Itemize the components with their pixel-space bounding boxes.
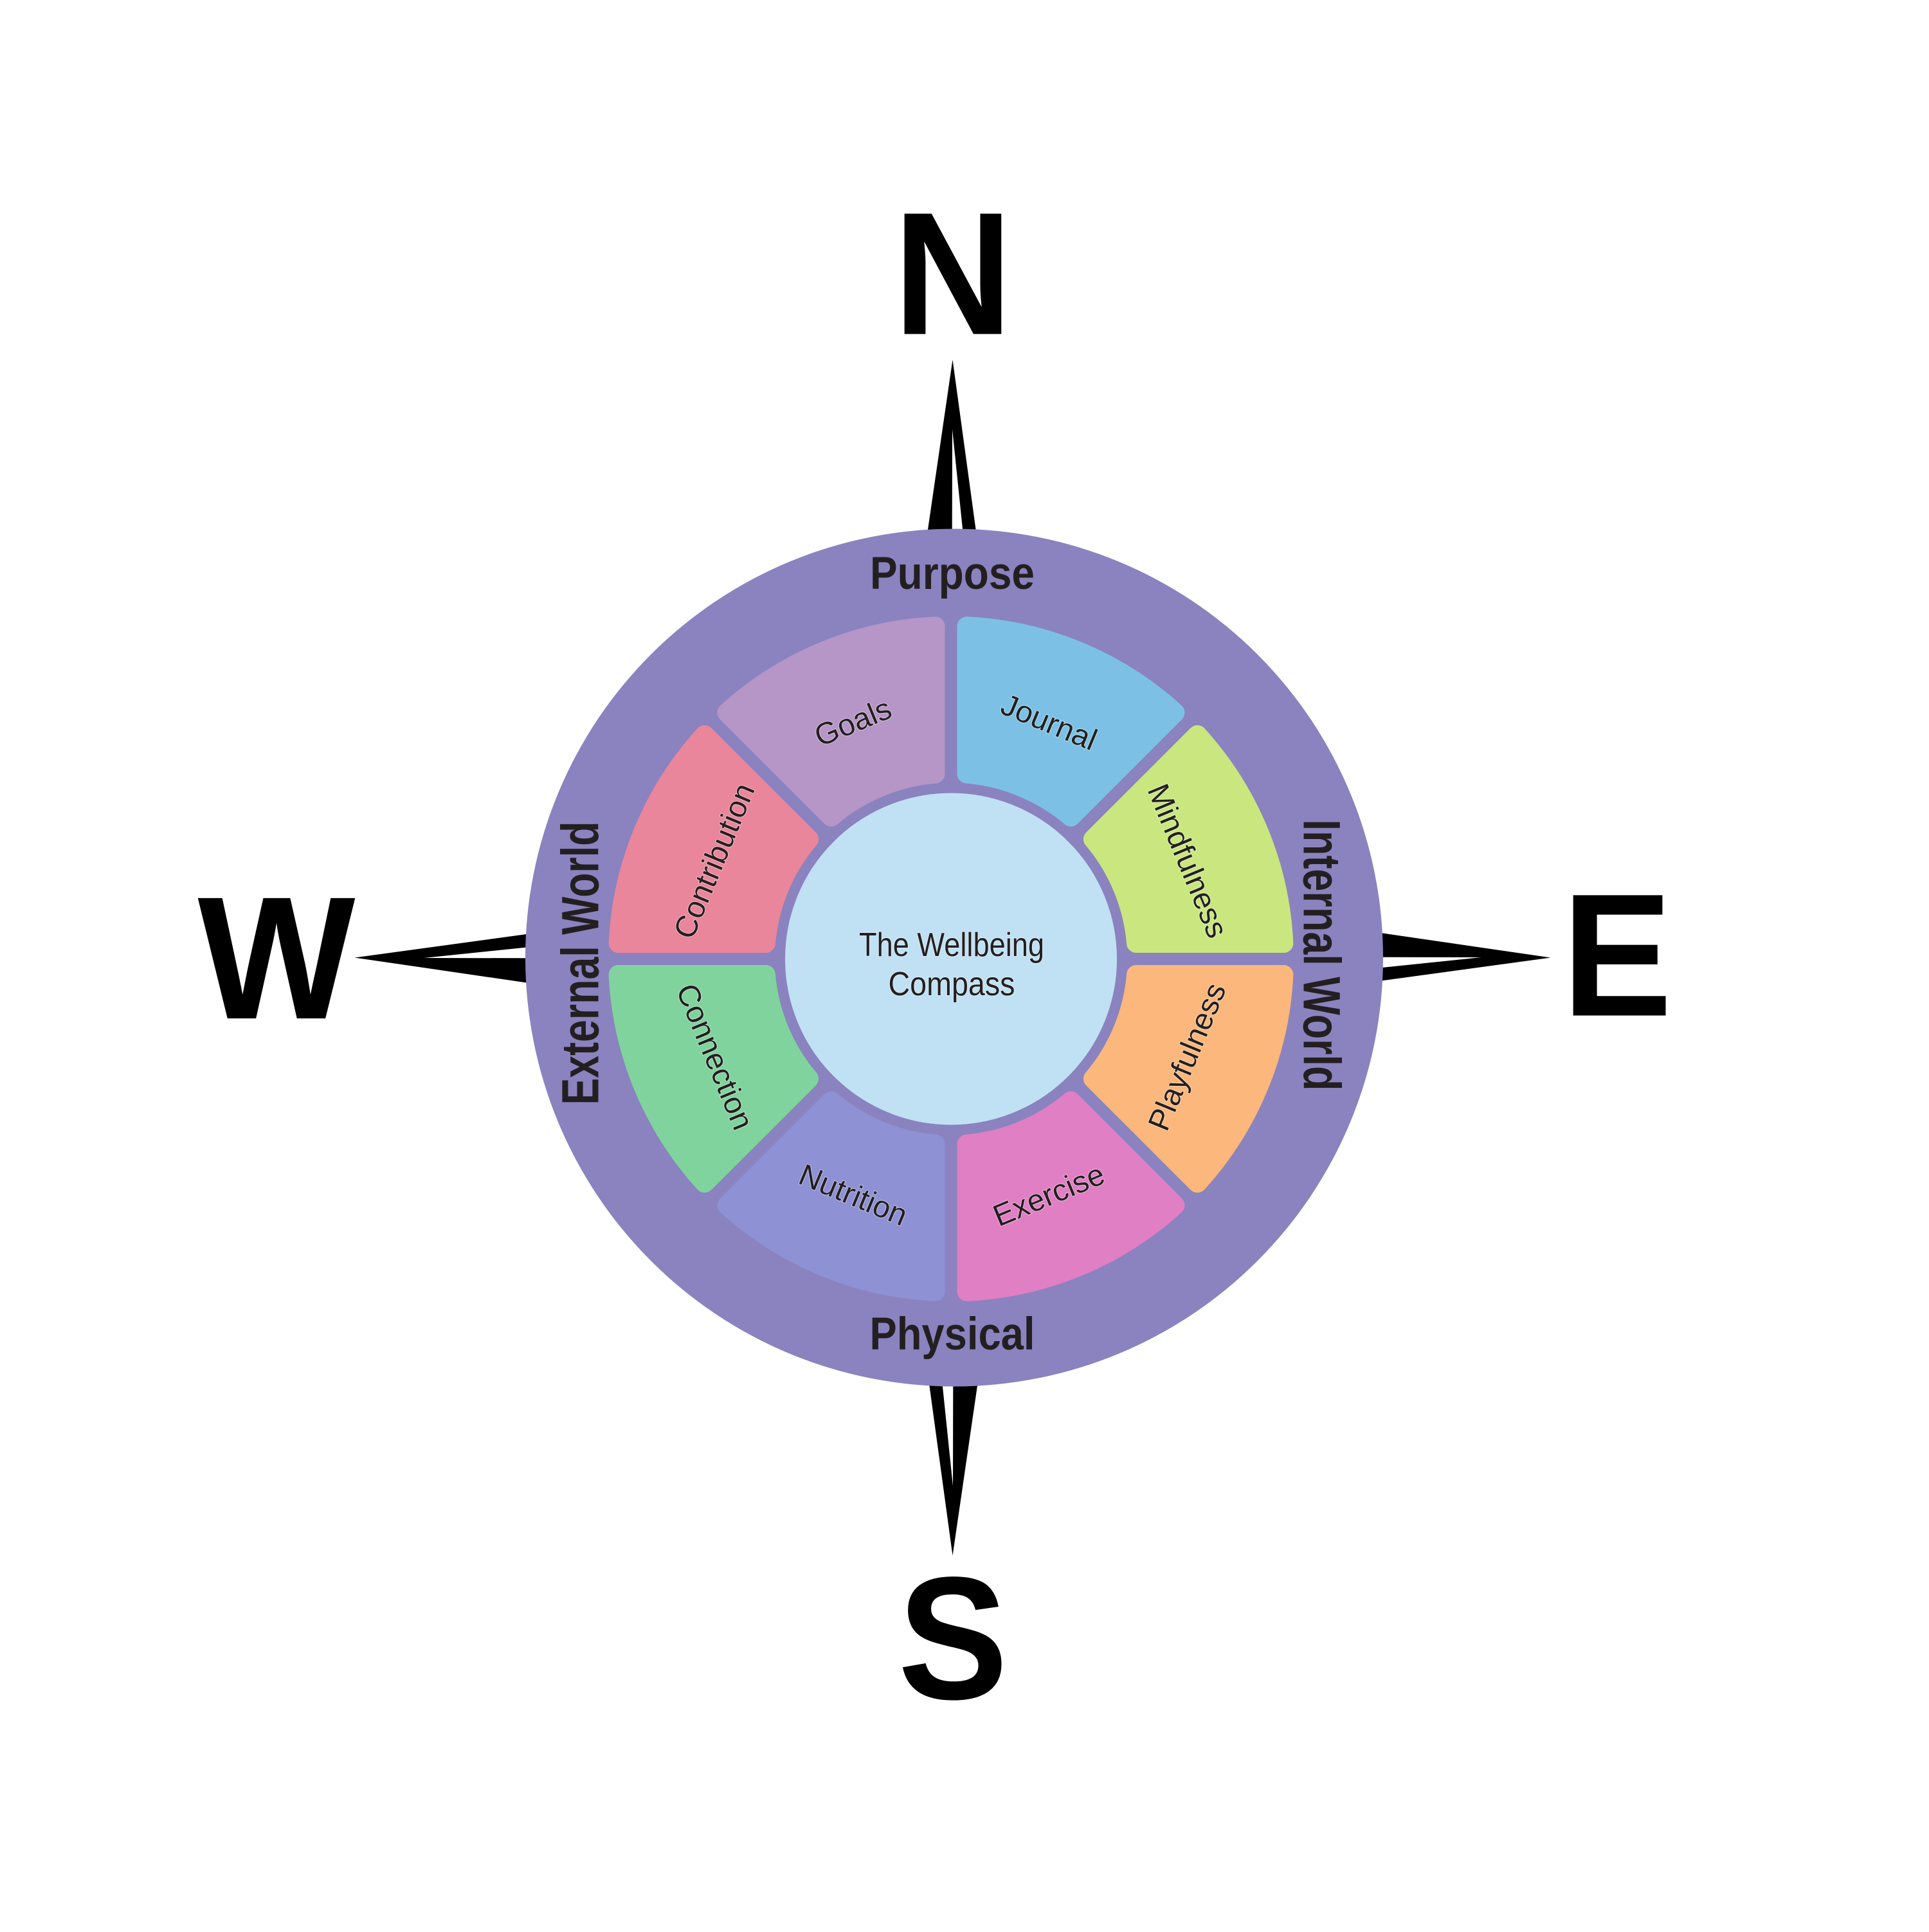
svg-text:Physical: Physical [870,1309,1035,1360]
svg-text:W: W [198,860,357,1056]
svg-text:The Wellbeing: The Wellbeing [859,926,1044,964]
svg-text:S: S [898,1540,1008,1736]
svg-text:External World: External World [552,822,610,1105]
svg-text:N: N [894,176,1013,372]
svg-text:Compass: Compass [889,966,1015,1003]
svg-text:Purpose: Purpose [870,548,1035,599]
svg-text:E: E [1562,858,1672,1053]
svg-text:Internal World: Internal World [1292,820,1351,1091]
